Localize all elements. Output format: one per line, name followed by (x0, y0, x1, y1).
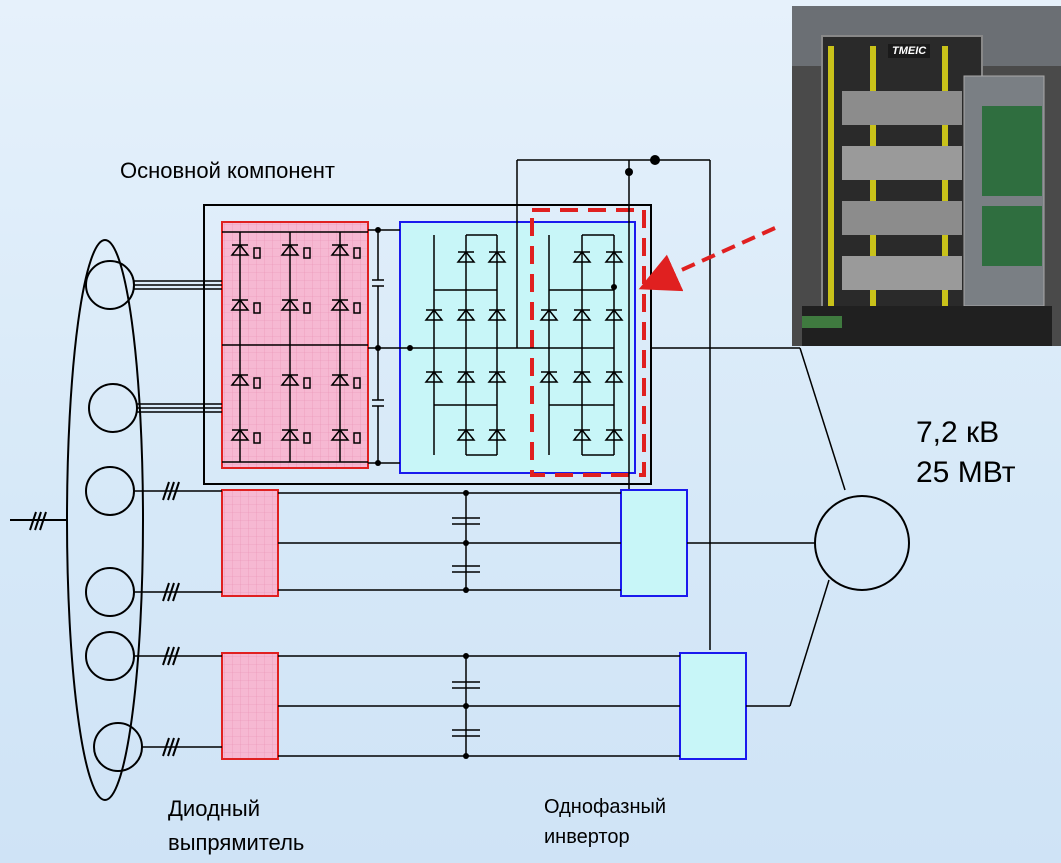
lower-wiring (134, 490, 830, 757)
input-hash-marks (29, 511, 47, 531)
transformer-core (66, 239, 144, 801)
diode-rectifier-label: Диодный выпрямитель (168, 792, 304, 860)
cabinet-illustration (792, 6, 1061, 346)
pointer-arrow (638, 226, 776, 292)
inverter-label-line1: Однофазный (544, 796, 667, 818)
motor (814, 495, 910, 591)
equipment-photo: TMEIC (792, 6, 1061, 346)
inverter-label-line2: инвертор (544, 826, 630, 848)
main-component-box (203, 204, 652, 485)
diode-rectifier-label-line1: Диодный (168, 796, 261, 821)
junction-dots (375, 155, 660, 466)
diode-rectifier-label-line2: выпрямитель (168, 830, 305, 855)
feed-hash-marks (162, 481, 180, 757)
inverter-devices (410, 234, 624, 456)
power-rating: 25 МВт (916, 456, 1016, 489)
inverter-label: Однофазный инвертор (544, 792, 666, 852)
lower-junctions (463, 490, 469, 759)
top-bus (516, 159, 846, 650)
winding-feeds (134, 280, 222, 413)
rectifier-devices (222, 231, 368, 463)
inverter-upper (620, 489, 688, 597)
main-component-title: Основной компонент (120, 158, 335, 183)
brand-logo: TMEIC (888, 44, 931, 58)
voltage-rating: 7,2 кВ (916, 416, 1000, 449)
highlight-box (530, 208, 646, 477)
inverter-lower (679, 652, 747, 760)
diode-rectifier-lower (221, 652, 279, 760)
diode-rectifier-upper (221, 489, 279, 597)
